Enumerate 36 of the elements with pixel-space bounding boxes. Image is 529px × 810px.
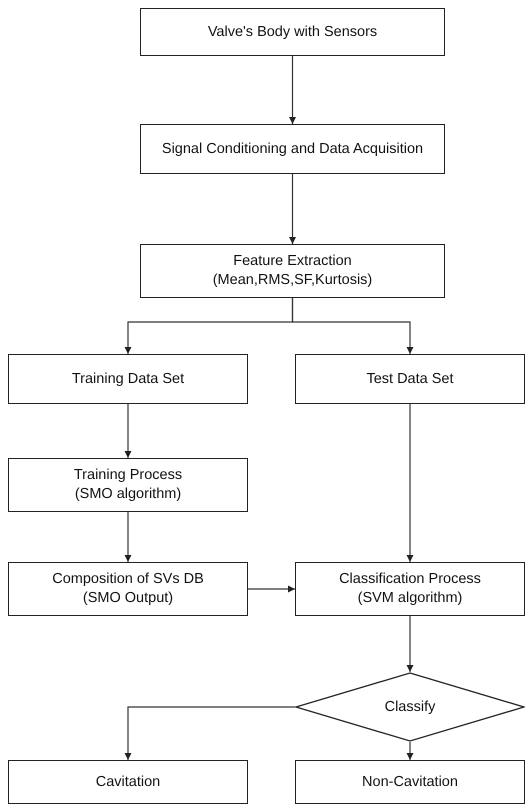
box-label: Feature Extraction [233,252,352,271]
box-label: Non-Cavitation [362,772,458,792]
arrow [406,616,414,672]
box-label: Valve's Body with Sensors [208,22,378,42]
process-box [8,458,248,512]
process-box [295,760,525,804]
box-label: (SMO Output) [82,589,174,608]
arrow [124,706,295,760]
arrow [124,404,132,458]
box-label: Signal Conditioning and Data Acquisition [162,140,424,158]
box-label: Cavitation [96,772,160,792]
box-label: Test Data Set [366,370,454,388]
box-label: (SMO algorithm) [74,485,182,504]
arrow [289,56,296,124]
process-box [140,124,445,174]
box-label: Composition of SVs DB [52,570,204,589]
box-label: Classify [384,698,436,716]
arrow [406,404,414,562]
arrow [292,298,414,354]
process-box [140,244,445,298]
process-box [8,562,248,616]
arrow [124,512,132,562]
box-label: Training Process [74,466,182,485]
process-box [295,562,525,616]
decision-diamond [295,672,525,742]
box-label: Classification Process [339,570,481,589]
process-box [295,354,525,404]
arrow [406,742,414,760]
box-label: (Mean,RMS,SF,Kurtosis) [212,271,372,290]
box-label: (SVM algorithm) [358,589,462,608]
box-label: Training Data Set [72,370,184,388]
process-box [8,354,248,404]
process-box [8,760,248,804]
arrow [248,586,295,592]
process-box [140,8,445,56]
arrow [289,174,296,244]
